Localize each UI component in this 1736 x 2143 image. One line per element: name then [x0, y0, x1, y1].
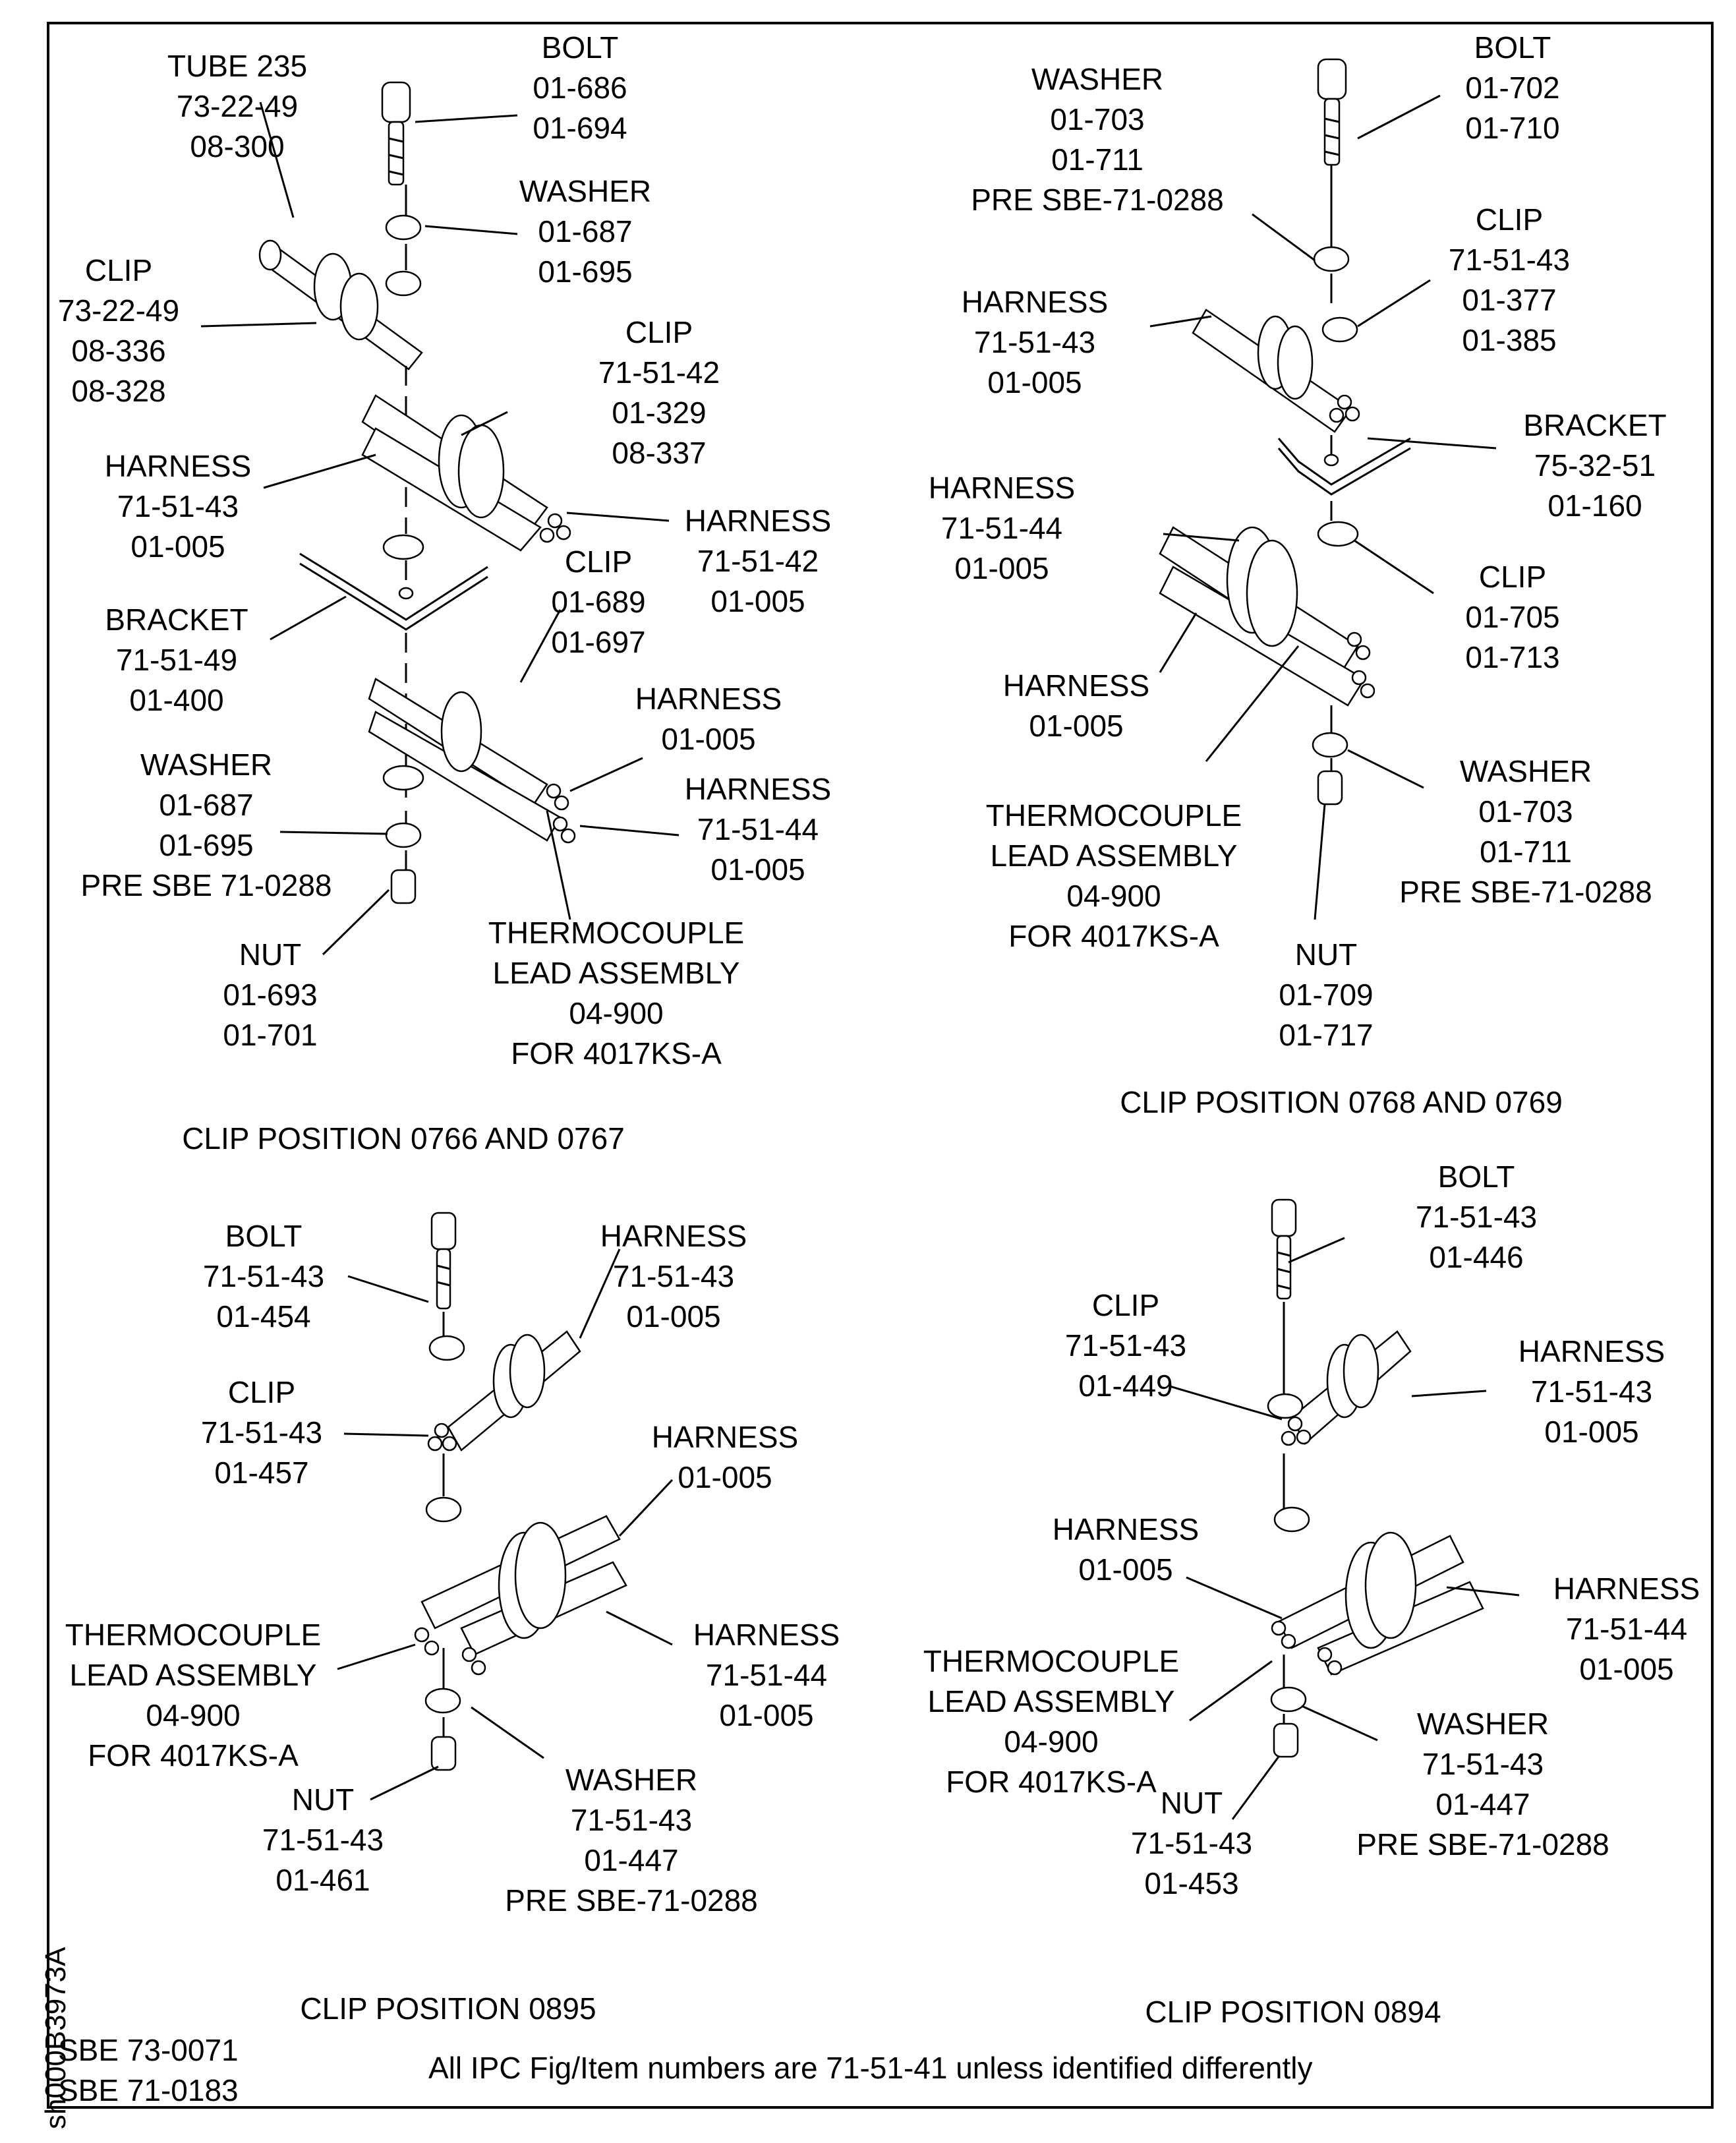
nut-icon: [1273, 1722, 1299, 1758]
view-caption: CLIP POSITION 0766 AND 0767: [182, 1121, 625, 1156]
washer-icon: [424, 1688, 461, 1714]
view-caption: CLIP POSITION 0768 AND 0769: [1120, 1085, 1563, 1119]
washer-icon: [1313, 246, 1350, 272]
harness-clip-upper-icon: [1267, 1330, 1412, 1446]
view-caption: CLIP POSITION 0895: [300, 1991, 596, 2026]
drawing-border: [47, 22, 1714, 2109]
view-0894-art: [1169, 1198, 1520, 1820]
view-caption: CLIP POSITION 0894: [1145, 1995, 1441, 2029]
washer-icon: [1312, 732, 1348, 758]
bolt-icon: [1271, 1198, 1297, 1300]
tube-clip-icon: [258, 239, 423, 370]
harness-clip-upper-icon: [361, 394, 571, 560]
nut-icon: [1317, 770, 1343, 806]
drawing-id: sh000B3973A: [40, 1947, 72, 2129]
washer-icon: [385, 214, 422, 241]
harness-clip-lower-icon: [1271, 1506, 1484, 1676]
nut-icon: [390, 869, 417, 904]
washer-icon: [1270, 1686, 1307, 1713]
footer-note: All IPC Fig/Item numbers are 71-51-41 un…: [428, 2051, 1313, 2085]
bolt-icon: [1317, 58, 1347, 166]
washer-icon: [385, 822, 422, 848]
bolt-icon: [381, 81, 411, 186]
bracket-icon: [299, 552, 488, 621]
view-0895-art: [337, 1212, 674, 1801]
bracket-icon: [1277, 437, 1411, 486]
nut-icon: [430, 1736, 457, 1771]
harness-clip-upper-icon: [1192, 308, 1360, 433]
harness-clip-lower-icon: [368, 678, 576, 844]
harness-clip-upper-icon: [427, 1330, 581, 1452]
view-0768-0769-art: [1149, 58, 1497, 920]
bolt-icon: [430, 1212, 457, 1310]
view-0766-0767-art: [200, 81, 680, 956]
harness-clip-lower-icon: [1159, 521, 1375, 707]
harness-clip-lower-icon: [414, 1496, 627, 1676]
